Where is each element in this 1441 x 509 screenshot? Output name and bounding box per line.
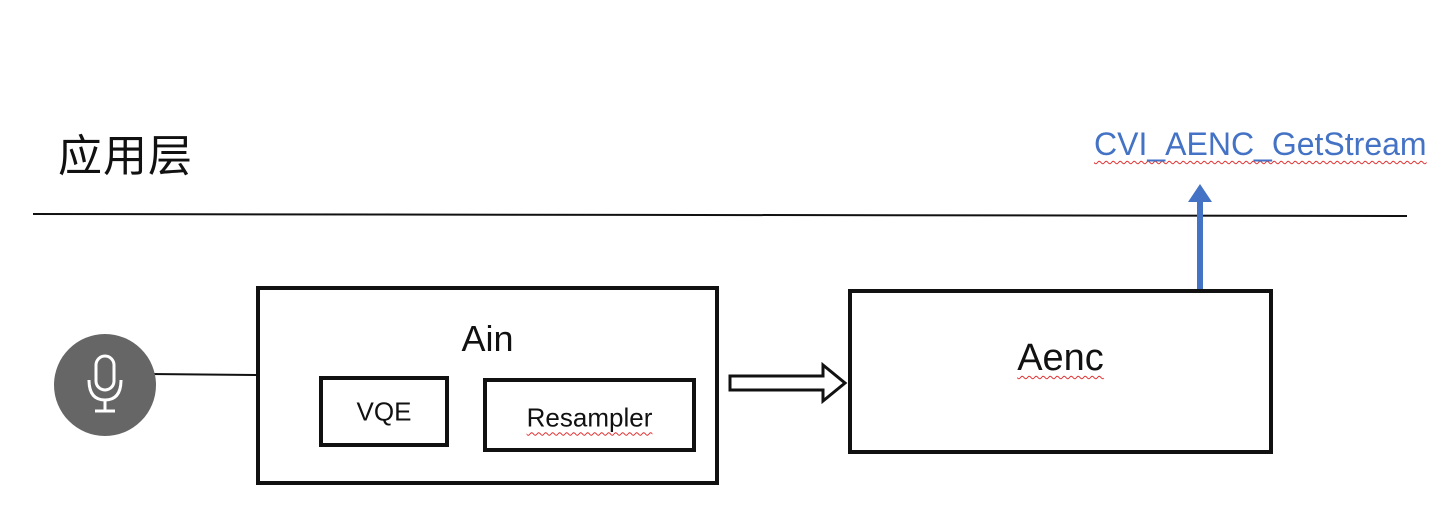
resampler-label-wrap: Resampler — [487, 403, 692, 434]
vqe-label: VQE — [356, 396, 412, 426]
resampler-module-box: Resampler — [483, 378, 696, 452]
aenc-label-wrap: Aenc — [852, 337, 1269, 380]
microphone-icon — [54, 334, 156, 436]
ain-to-aenc-arrow — [728, 361, 848, 405]
ain-label: Ain — [461, 318, 514, 359]
aenc-module-box: Aenc — [848, 289, 1273, 454]
aenc-to-api-arrowhead — [1188, 184, 1212, 202]
resampler-label: Resampler — [526, 402, 653, 433]
aenc-label: Aenc — [1017, 337, 1104, 379]
api-function-label: CVI_AENC_GetStream — [1094, 126, 1427, 162]
mic-to-ain-line — [149, 373, 258, 376]
application-layer-title: 应用层 — [58, 131, 193, 182]
layer-divider-line — [32, 213, 1408, 217]
vqe-module-box: VQE — [319, 376, 449, 447]
